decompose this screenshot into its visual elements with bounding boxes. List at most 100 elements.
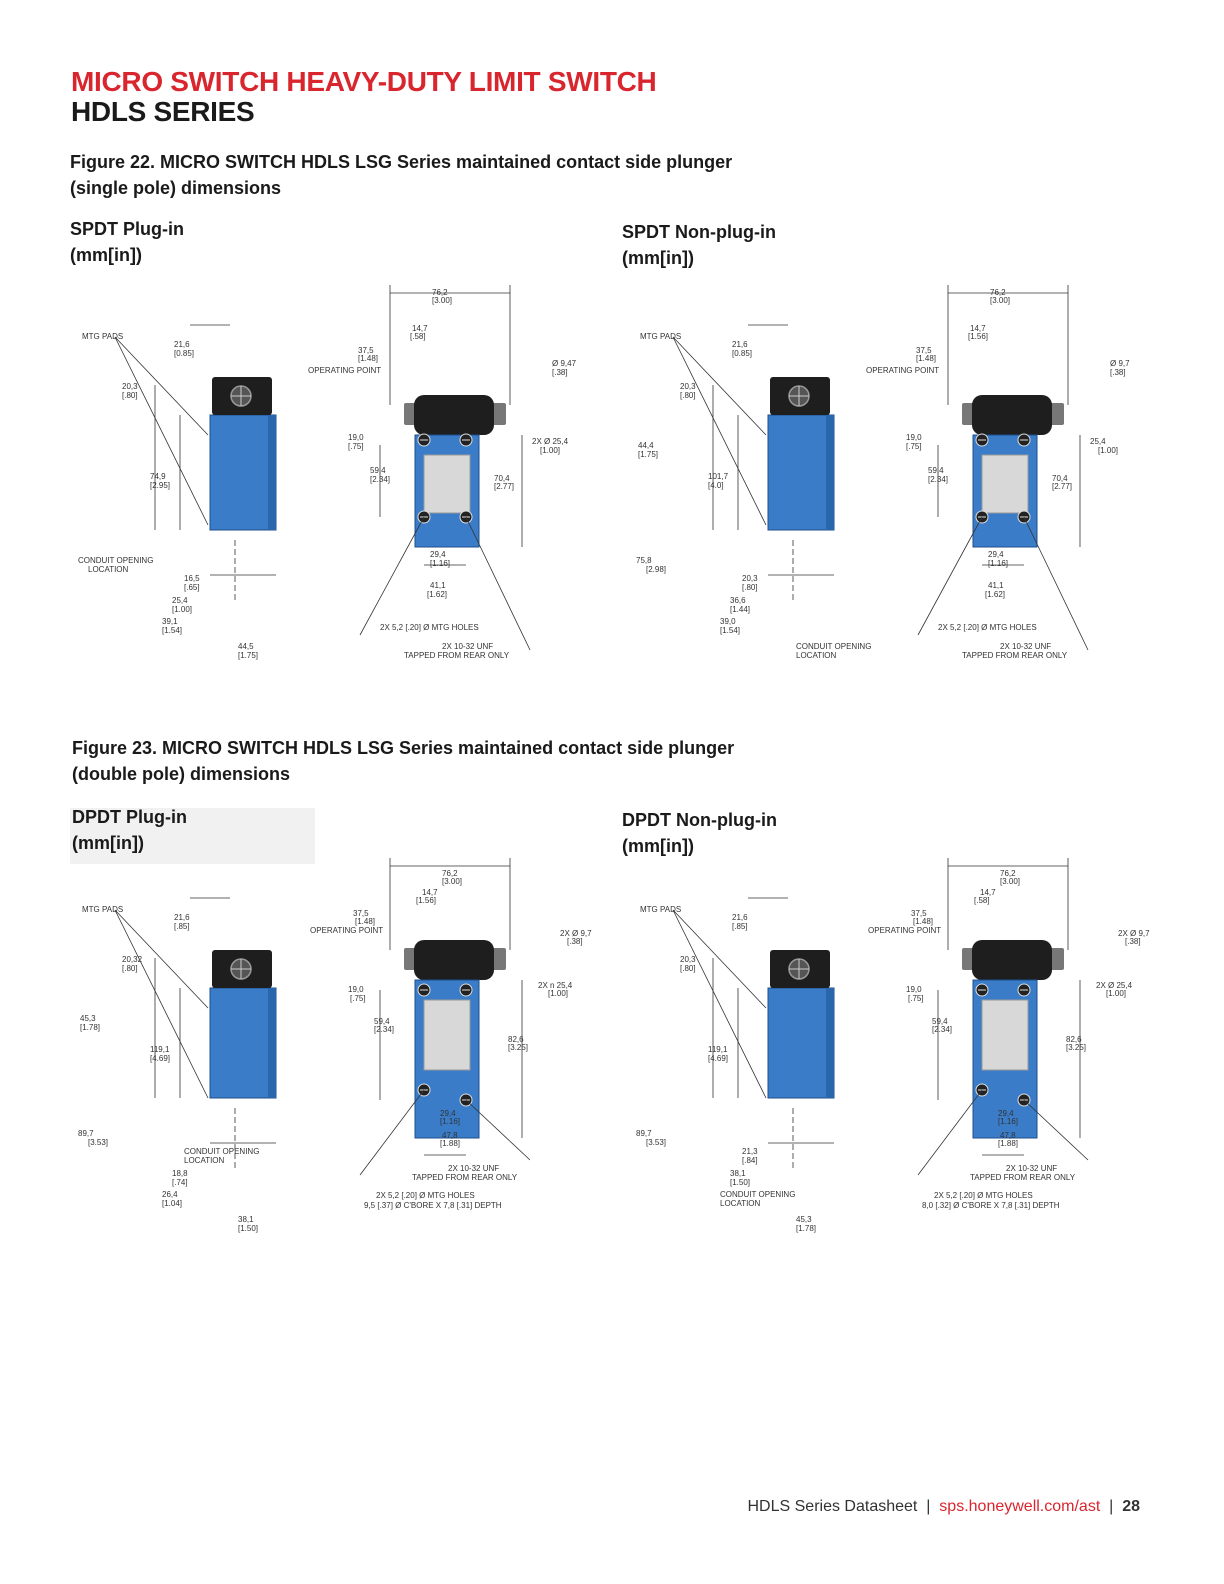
side-dimension-label: CONDUIT OPENING	[720, 1190, 795, 1199]
side-dimension-label: 89,7	[636, 1129, 652, 1138]
front-dimension-label: [1.16]	[430, 559, 450, 568]
side-dimension-label: [.80]	[742, 583, 758, 592]
front-dimension-label: [.75]	[906, 442, 922, 451]
front-dimension-label: 37,5	[916, 346, 932, 355]
front-dimension-label: 2X Ø 25,4	[532, 437, 569, 446]
front-dimension-label: [.38]	[1110, 368, 1126, 377]
footer-url-link[interactable]: sps.honeywell.com/ast	[939, 1498, 1101, 1515]
dpdt-non-plug-in-drawing: MTG PADS21,6[.85]20,3[.80]119,1[4.69]89,…	[636, 858, 1150, 1233]
side-dimension-label: [1.04]	[162, 1199, 182, 1208]
tapped-holes-leader	[1023, 516, 1089, 651]
subtitle-line: SPDT Non-plug-in	[622, 222, 776, 242]
side-dimension-label: 74,9	[150, 472, 166, 481]
footer-separator: |	[1109, 1498, 1114, 1515]
switch-body-edge	[826, 415, 834, 530]
mtg-pads-leader	[114, 909, 209, 1099]
front-dimension-label: 2X 10-32 UNF	[442, 642, 493, 651]
front-dimension-label: 2X Ø 9,7	[1118, 929, 1150, 938]
side-dimension-label: 26,4	[162, 1190, 178, 1199]
cover-plate	[423, 999, 471, 1071]
figure-caption-line: Figure 22. MICRO SWITCH HDLS LSG Series …	[70, 152, 733, 172]
subtitle-line: DPDT Plug-in	[72, 807, 187, 827]
actuator-head-front	[972, 940, 1052, 980]
figure-caption-line: Figure 23. MICRO SWITCH HDLS LSG Series …	[72, 738, 735, 758]
front-dimension-label: 37,5	[911, 909, 927, 918]
front-dimension-label: TAPPED FROM REAR ONLY	[962, 651, 1068, 660]
front-dimension-label: [1.62]	[427, 590, 447, 599]
front-dimension-label: [1.16]	[988, 559, 1008, 568]
subtitle-line: (mm[in])	[72, 833, 144, 853]
spdt-non-plug-in-drawing: MTG PADS21,6[0.85]20,3[.80]101,7[4.0]75,…	[636, 285, 1130, 660]
front-dimension-label: 70,4	[494, 474, 510, 483]
side-dimension-label: [3.53]	[88, 1138, 108, 1147]
subtitle-line: SPDT Plug-in	[70, 219, 184, 239]
front-dimension-label: 76,2	[442, 869, 458, 878]
front-dimension-label: 59,4	[932, 1017, 948, 1026]
side-dimension-label: LOCATION	[720, 1199, 761, 1208]
side-dimension-label: [.74]	[172, 1178, 188, 1187]
front-dimension-label: [.38]	[552, 368, 568, 377]
front-dimension-label: 14,7	[970, 324, 986, 333]
front-dimension-label: 19,0	[348, 985, 364, 994]
front-dimension-label: 19,0	[348, 433, 364, 442]
front-dimension-label: 29,4	[998, 1109, 1014, 1118]
front-dimension-label: 2X Ø 25,4	[1096, 981, 1133, 990]
side-dimension-label: 18,8	[172, 1169, 188, 1178]
front-dimension-label: 47,8	[1000, 1131, 1016, 1140]
front-dimension-label: 2X n 25,4	[538, 981, 573, 990]
front-dimension-label: 37,5	[353, 909, 369, 918]
front-dimension-label: 9,5 [.37] Ø C'BORE X 7,8 [.31] DEPTH	[364, 1201, 502, 1210]
front-dimension-label: [.38]	[567, 937, 583, 946]
front-dimension-label: 2X 10-32 UNF	[448, 1164, 499, 1173]
front-dimension-label: 29,4	[430, 550, 446, 559]
front-dimension-label: 19,0	[906, 985, 922, 994]
side-dimension-label: 119,1	[708, 1045, 728, 1054]
side-dimension-label: 36,6	[730, 596, 746, 605]
front-dimension-label: TAPPED FROM REAR ONLY	[404, 651, 510, 660]
side-dimension-label: 20,32	[122, 955, 143, 964]
front-dimension-label: [.58]	[410, 332, 426, 341]
switch-body-side	[209, 987, 277, 1099]
mtg-pads-leader	[114, 336, 209, 526]
front-dimension-label: [3.00]	[1000, 877, 1020, 886]
side-dimension-label: [0.85]	[732, 349, 752, 358]
front-dimension-label: [1.56]	[968, 332, 988, 341]
spdt-non-plug-in-subtitle: SPDT Non-plug-in (mm[in])	[622, 219, 776, 271]
footer-separator: |	[926, 1498, 931, 1515]
front-dimension-label: [2.34]	[928, 475, 948, 484]
front-dimension-label: [.38]	[1125, 937, 1141, 946]
front-dimension-label: 41,1	[988, 581, 1004, 590]
subtitle-line: (mm[in])	[622, 836, 694, 856]
front-dimension-label: 19,0	[906, 433, 922, 442]
front-dimension-label: [3.25]	[1066, 1043, 1086, 1052]
side-dimension-label: [1.50]	[730, 1178, 750, 1187]
front-dimension-label: [1.16]	[440, 1117, 460, 1126]
mtg-holes-leader	[917, 516, 983, 636]
side-dimension-label: 21,6	[174, 913, 190, 922]
front-dimension-label: 2X 5,2 [.20] Ø MTG HOLES	[380, 623, 479, 632]
side-dimension-label: 21,6	[732, 340, 748, 349]
side-dimension-label: 25,4	[172, 596, 188, 605]
cover-plate	[423, 454, 471, 514]
side-dimension-label: [1.78]	[796, 1224, 816, 1233]
front-dimension-label: [3.00]	[990, 296, 1010, 305]
switch-body-side	[767, 414, 835, 531]
side-dimension-label: [.80]	[122, 391, 138, 400]
front-dimension-label: [1.00]	[540, 446, 560, 455]
front-dimension-label: 82,6	[1066, 1035, 1082, 1044]
side-dimension-label: [1.54]	[162, 626, 182, 635]
side-dimension-label: [1.75]	[238, 651, 258, 660]
front-dimension-label: [1.48]	[358, 354, 378, 363]
tapped-holes-leader	[1023, 1099, 1089, 1161]
side-dimension-label: [.80]	[680, 391, 696, 400]
side-dimension-label: 45,3	[796, 1215, 812, 1224]
side-dimension-label: 20,3	[680, 382, 696, 391]
front-dimension-label: [.75]	[348, 442, 364, 451]
tapped-holes-leader	[465, 516, 531, 651]
front-dimension-label: [1.48]	[913, 917, 933, 926]
front-dimension-label: 29,4	[988, 550, 1004, 559]
side-dimension-label: 21,6	[732, 913, 748, 922]
side-dimension-label: LOCATION	[796, 651, 837, 660]
side-dimension-label: MTG PADS	[82, 332, 123, 341]
side-dimension-label: 44,4	[638, 441, 654, 450]
